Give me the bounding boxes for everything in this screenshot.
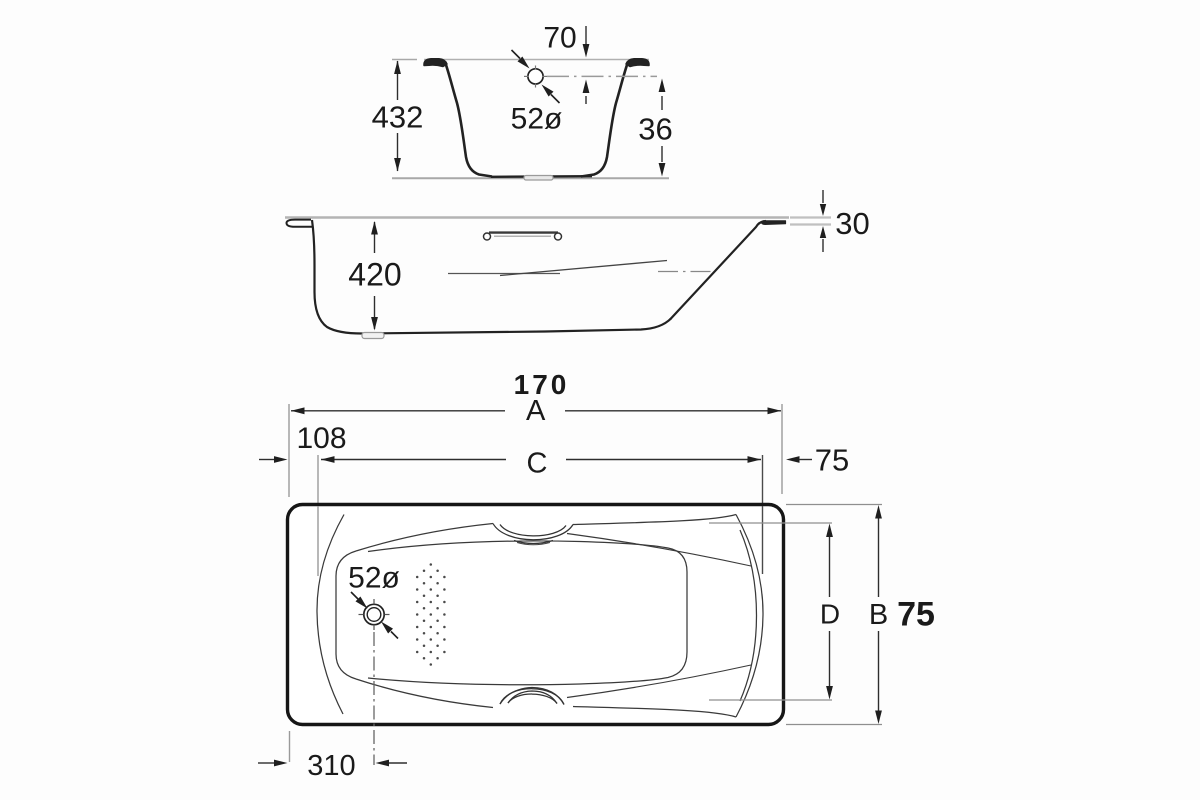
- svg-text:36: 36: [638, 112, 672, 147]
- svg-text:310: 310: [307, 750, 355, 782]
- svg-text:420: 420: [348, 257, 401, 293]
- svg-text:52ø: 52ø: [348, 562, 400, 595]
- svg-text:170: 170: [514, 369, 570, 400]
- svg-text:75: 75: [897, 596, 935, 634]
- svg-text:B: B: [869, 599, 888, 631]
- svg-text:70: 70: [543, 22, 576, 55]
- svg-text:108: 108: [296, 422, 346, 455]
- svg-text:52ø: 52ø: [511, 103, 563, 136]
- svg-text:30: 30: [835, 206, 869, 241]
- svg-text:75: 75: [815, 443, 849, 478]
- svg-text:A: A: [526, 395, 546, 427]
- svg-text:C: C: [527, 447, 548, 479]
- svg-text:432: 432: [372, 100, 424, 135]
- svg-text:D: D: [820, 599, 840, 630]
